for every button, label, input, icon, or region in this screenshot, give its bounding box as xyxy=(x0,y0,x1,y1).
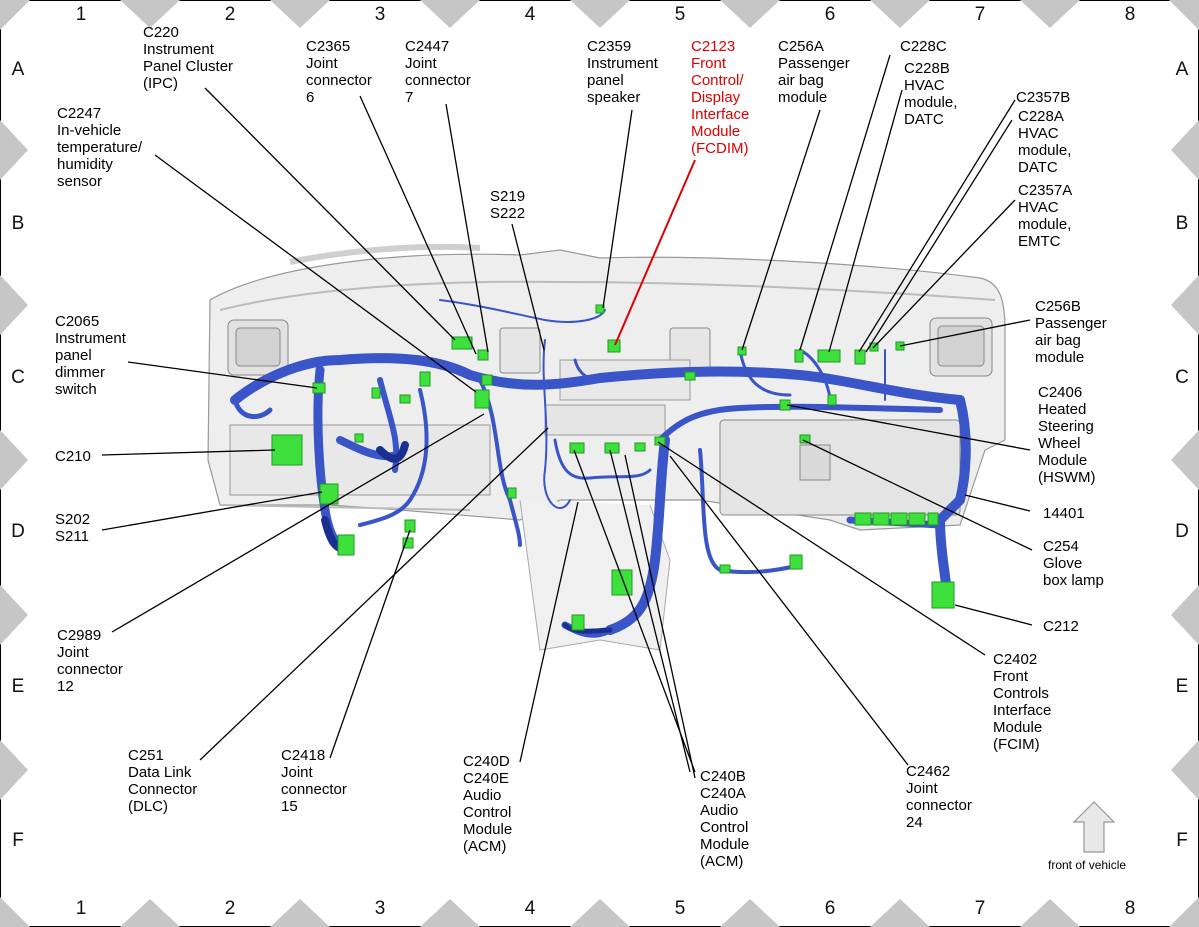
label-c212: C212 xyxy=(1043,618,1079,635)
grid-row-a-right: A xyxy=(1175,59,1189,80)
label-c2406: C2406 Heated Steering Wheel Module (HSWM… xyxy=(1038,384,1096,486)
grid-col-4-bottom: 4 xyxy=(524,898,536,919)
grid-col-7-top: 7 xyxy=(974,4,986,25)
grid-col-5-top: 5 xyxy=(674,4,686,25)
grid-col-3-top: 3 xyxy=(374,4,386,25)
grid-col-8-bottom: 8 xyxy=(1124,898,1136,919)
grid-col-2-bottom: 2 xyxy=(224,898,236,919)
front-of-vehicle-label: front of vehicle xyxy=(1048,858,1127,872)
grid-row-f-left: F xyxy=(12,830,24,851)
grid-row-b-right: B xyxy=(1175,213,1189,234)
label-c2359: C2359 Instrument panel speaker xyxy=(587,38,658,106)
connectors xyxy=(271,304,955,631)
label-c254: C254 Glove box lamp xyxy=(1043,538,1104,589)
grid-col-1-top: 1 xyxy=(75,4,87,25)
grid-row-e-left: E xyxy=(11,676,25,697)
label-c2989: C2989 Joint connector 12 xyxy=(57,627,123,695)
label-c228a: C228A HVAC module, DATC xyxy=(1018,108,1072,176)
up-arrow-icon xyxy=(1072,801,1116,853)
label-s202-s211: S202 S211 xyxy=(55,511,91,545)
label-c2247: C2247 In-vehicle temperature/ humidity s… xyxy=(57,105,143,190)
grid-col-6-bottom: 6 xyxy=(824,898,836,919)
grid-row-d-left: D xyxy=(11,521,25,542)
highlight-leader-line xyxy=(614,159,696,346)
grid-col-7-bottom: 7 xyxy=(974,898,986,919)
grid-col-4-top: 4 xyxy=(524,4,536,25)
grid-row-b-left: B xyxy=(11,213,25,234)
label-c2123: C2123 Front Control/ Display Interface M… xyxy=(691,38,750,157)
label-c2462: C2462 Joint connector 24 xyxy=(906,763,972,831)
label-c240b-c240a: C240B C240A Audio Control Module (ACM) xyxy=(700,768,750,870)
leader-lines xyxy=(101,54,1033,779)
label-c2065: C2065 Instrument panel dimmer switch xyxy=(55,313,126,398)
grid-row-c-left: C xyxy=(11,367,25,388)
label-c240d-c240e: C240D C240E Audio Control Module (ACM) xyxy=(463,753,513,855)
label-c228c: C228C xyxy=(900,38,947,55)
grid-col-5-bottom: 5 xyxy=(674,898,686,919)
grid-row-c-right: C xyxy=(1175,367,1189,388)
label-c210: C210 xyxy=(55,448,91,465)
label-c2447: C2447 Joint connector 7 xyxy=(405,38,471,106)
label-c256b: C256B Passenger air bag module xyxy=(1035,298,1107,366)
wiring-harness xyxy=(230,299,971,638)
instrument-panel-body xyxy=(207,243,1006,651)
grid-col-2-top: 2 xyxy=(224,4,236,25)
label-c220: C220 Instrument Panel Cluster (IPC) xyxy=(143,24,234,92)
label-s219-s222: S219 S222 xyxy=(490,188,526,222)
grid-col-1-bottom: 1 xyxy=(75,898,87,919)
grid-row-d-right: D xyxy=(1175,521,1189,542)
label-c256a: C256A Passenger air bag module xyxy=(778,38,850,106)
grid-row-a-left: A xyxy=(11,59,25,80)
label-c2418: C2418 Joint connector 15 xyxy=(281,747,347,815)
label-c228b: C228B HVAC module, DATC xyxy=(904,60,958,128)
grid-col-6-top: 6 xyxy=(824,4,836,25)
label-c251: C251 Data Link Connector (DLC) xyxy=(128,747,198,815)
grid-row-f-right: F xyxy=(1176,830,1188,851)
label-c2357b: C2357B xyxy=(1016,89,1071,106)
grid-col-3-bottom: 3 xyxy=(374,898,386,919)
label-c2402: C2402 Front Controls Interface Module (F… xyxy=(993,651,1052,753)
label-c2365: C2365 Joint connector 6 xyxy=(306,38,372,106)
label-14401: 14401 xyxy=(1043,505,1085,522)
grid-col-8-top: 8 xyxy=(1124,4,1136,25)
label-c2357a: C2357A HVAC module, EMTC xyxy=(1018,182,1073,250)
grid-row-e-right: E xyxy=(1175,676,1189,697)
glove-box xyxy=(719,419,961,516)
